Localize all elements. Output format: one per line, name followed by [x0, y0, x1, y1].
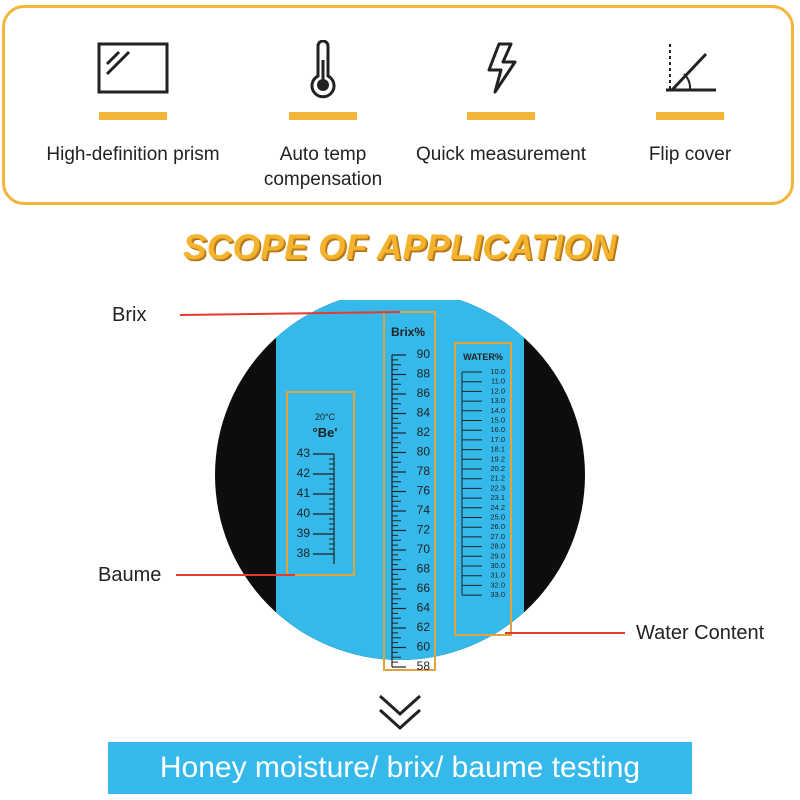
brix-tick-label: 64 [417, 601, 431, 615]
water-tick-label: 26.0 [490, 522, 505, 531]
water-tick-label: 14.0 [490, 406, 505, 415]
usage-banner: Honey moisture/ brix/ baume testing [108, 742, 692, 794]
brix-header: Brix% [391, 325, 425, 339]
brix-tick-label: 84 [417, 406, 431, 420]
water-tick-label: 22.3 [490, 483, 505, 492]
brix-tick-label: 72 [417, 523, 431, 537]
brix-tick-label: 90 [417, 347, 431, 361]
scale-field [276, 300, 524, 660]
brix-tick-label: 58 [417, 659, 431, 673]
brix-tick-label: 78 [417, 464, 431, 478]
callout-water: Water Content [636, 622, 765, 644]
feature-label-temp: Auto temp compensation [263, 144, 383, 190]
feature-flip: Flip cover [625, 8, 755, 208]
brix-callout-line [179, 311, 401, 316]
lightning-icon [481, 40, 521, 101]
water-header: WATER% [463, 352, 503, 362]
water-tick-group: 10.011.012.013.014.015.016.017.018.119.2… [461, 367, 505, 599]
water-tick-label: 18.1 [490, 445, 505, 454]
water-tick-label: 16.0 [490, 425, 505, 434]
brix-tick-label: 86 [417, 386, 431, 400]
scope-title: SCOPE OF APPLICATION [183, 228, 617, 267]
baume-tick-group: 43 42 41 40 39 38 [297, 446, 335, 564]
baume-temp: 20°C [315, 412, 336, 422]
baume-frame [286, 391, 355, 576]
water-tick-label: 25.0 [490, 512, 505, 521]
refractometer-scale: 20°C °Be' 43 42 41 40 39 38 Brix% 90 88 86 84 82 8… [176, 300, 625, 673]
water-tick-label: 24.2 [490, 503, 505, 512]
feature-underline [467, 112, 535, 120]
water-tick-label: 28.0 [490, 542, 505, 551]
brix-tick-label: 76 [417, 484, 431, 498]
feature-underline [289, 112, 357, 120]
double-chevron-down-icon [376, 690, 424, 739]
water-tick-label: 15.0 [490, 415, 505, 424]
prism-screen-icon [95, 40, 171, 101]
water-frame [454, 342, 512, 636]
water-tick-label: 33.0 [490, 590, 505, 599]
brix-tick-label: 82 [417, 425, 431, 439]
feature-quick: Quick measurement [403, 8, 599, 208]
brix-tick-label: 80 [417, 445, 431, 459]
water-tick-label: 17.0 [490, 435, 505, 444]
brix-tick-label: 88 [417, 367, 431, 381]
features-panel: High-definition prism Auto temp compensa… [2, 5, 794, 205]
brix-frame [383, 311, 436, 671]
baume-tick-label: 40 [297, 506, 311, 520]
callout-baume: Baume [98, 564, 162, 586]
baume-unit: °Be' [313, 425, 338, 440]
brix-tick-label: 74 [417, 503, 431, 517]
baume-tick-label: 39 [297, 526, 311, 540]
water-tick-label: 12.0 [490, 386, 505, 395]
water-tick-label: 29.0 [490, 551, 505, 560]
feature-underline [99, 112, 167, 120]
water-tick-label: 32.0 [490, 580, 505, 589]
brix-tick-label: 70 [417, 542, 431, 556]
feature-temp: Auto temp compensation [253, 8, 393, 208]
water-tick-label: 31.0 [490, 571, 505, 580]
baume-tick-label: 41 [297, 486, 311, 500]
water-tick-label: 21.2 [490, 474, 505, 483]
feature-label-prism: High-definition prism [46, 144, 220, 165]
water-tick-label: 13.0 [490, 396, 505, 405]
baume-tick-label: 43 [297, 446, 311, 460]
water-tick-label: 23.1 [490, 493, 505, 502]
baume-tick-label: 42 [297, 466, 311, 480]
thermometer-icon [306, 39, 340, 105]
feature-label-flip: Flip cover [648, 144, 732, 165]
brix-tick-label: 62 [417, 620, 431, 634]
brix-tick-label: 60 [417, 640, 431, 654]
water-tick-label: 20.2 [490, 464, 505, 473]
callout-brix: Brix [112, 304, 147, 326]
water-tick-label: 27.0 [490, 532, 505, 541]
flip-cover-icon [660, 40, 720, 101]
feature-label-quick: Quick measurement [415, 144, 586, 165]
feature-prism: High-definition prism [33, 8, 233, 208]
brix-tick-label: 68 [417, 562, 431, 576]
brix-tick-group: 90 88 86 84 82 80 78 76 74 72 70 68 66 64 62 60 58 [391, 347, 431, 673]
water-tick-label: 19.2 [490, 454, 505, 463]
brix-tick-label: 66 [417, 581, 431, 595]
water-tick-label: 30.0 [490, 561, 505, 570]
water-tick-label: 10.0 [490, 367, 505, 376]
water-tick-label: 11.0 [491, 377, 505, 386]
baume-tick-label: 38 [297, 546, 311, 560]
feature-underline [656, 112, 724, 120]
